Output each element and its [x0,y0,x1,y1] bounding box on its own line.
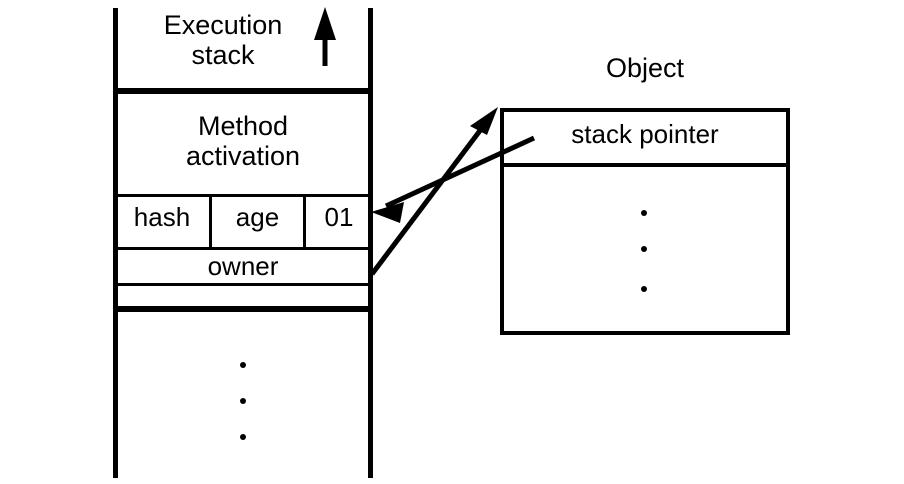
object-stack-pointer-label: stack pointer [571,119,719,149]
object-box-right-edge [786,108,790,335]
fields-divider-age-flag [303,197,306,247]
execution-stack-frame-bottom-separator [113,306,373,312]
object-box-bottom-edge [500,331,790,335]
field-cell-flag: 01 [324,202,354,232]
field-cell-hash: hash [133,202,191,232]
execution-stack-ellipsis-dot [240,398,246,404]
owner-row-label: owner [207,251,279,281]
object-box-top-edge [500,108,790,112]
stack-pointer-to-frame-arrow [371,135,536,223]
object-box-left-edge [500,108,504,335]
execution-stack-left-edge [113,8,118,478]
execution-stack-right-edge [368,8,373,478]
execution-stack-top-separator [113,88,373,94]
object-ellipsis-dot [641,286,647,292]
execution-stack-header-label: Execution stack [163,10,283,71]
field-cell-age: age [235,202,280,232]
owner-to-object-arrow [370,107,498,276]
method-activation-label: Method activation [185,111,301,172]
fields-row-bottom-separator [113,247,373,250]
owner-row-bottom-separator [113,283,373,286]
execution-stack-ellipsis-dot [240,362,246,368]
execution-stack-ellipsis-dot [240,434,246,440]
object-stack-pointer-row-divider [500,163,790,167]
object-ellipsis-dot [641,246,647,252]
object-ellipsis-dot [641,210,647,216]
object-title-label: Object [605,53,685,83]
method-activation-bottom-separator [113,194,373,197]
fields-divider-hash-age [209,197,212,247]
